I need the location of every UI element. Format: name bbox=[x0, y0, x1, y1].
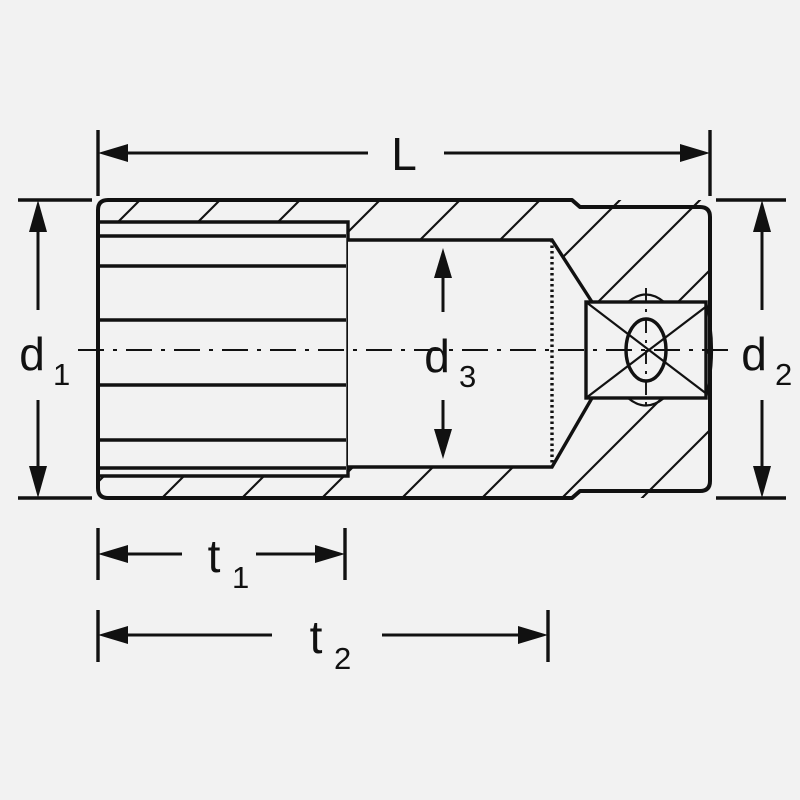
dimension-d3: d 3 bbox=[424, 248, 476, 459]
spline-profile-cavity bbox=[100, 220, 350, 478]
dimension-label-t1: t bbox=[208, 530, 221, 582]
dimension-label-L: L bbox=[391, 128, 417, 180]
dimension-label-d1: d bbox=[19, 328, 45, 380]
arrow-left-t2 bbox=[98, 626, 128, 644]
dimension-subscript-t1: 1 bbox=[232, 560, 249, 595]
dimension-t1: t 1 bbox=[96, 528, 347, 595]
dimension-d2: d 2 bbox=[716, 198, 792, 500]
arrow-down-d3 bbox=[434, 429, 452, 459]
dimension-t2: t 2 bbox=[96, 610, 550, 676]
pin-hole-arc-bottom bbox=[627, 397, 665, 407]
arrow-right-t2 bbox=[518, 626, 548, 644]
main-bore-cavity bbox=[348, 238, 706, 469]
dimension-label-d3: d bbox=[424, 330, 450, 382]
arrow-left-L bbox=[98, 144, 128, 162]
square-drive-group bbox=[584, 288, 714, 412]
arrow-down-d2 bbox=[753, 466, 771, 498]
arrow-up-d1 bbox=[29, 200, 47, 232]
dimension-label-d2: d bbox=[741, 328, 767, 380]
arrow-down-d1 bbox=[29, 466, 47, 498]
dimension-label-t2: t bbox=[310, 611, 323, 663]
dimension-subscript-d3: 3 bbox=[459, 359, 476, 394]
spline-flank-lines bbox=[100, 234, 346, 470]
dimension-subscript-t2: 2 bbox=[334, 641, 351, 676]
arrow-right-L bbox=[680, 144, 710, 162]
dimension-subscript-d2: 2 bbox=[775, 357, 792, 392]
dimension-subscript-d1: 1 bbox=[53, 357, 70, 392]
dimension-L: L bbox=[96, 128, 712, 196]
arrow-up-d2 bbox=[753, 200, 771, 232]
body-outline bbox=[96, 198, 712, 500]
square-drive-diagonals bbox=[586, 302, 706, 398]
dimension-d1: d 1 bbox=[18, 198, 92, 500]
arrow-left-t1 bbox=[98, 545, 128, 563]
arrow-right-t1 bbox=[315, 545, 345, 563]
arrow-up-d3 bbox=[434, 248, 452, 278]
